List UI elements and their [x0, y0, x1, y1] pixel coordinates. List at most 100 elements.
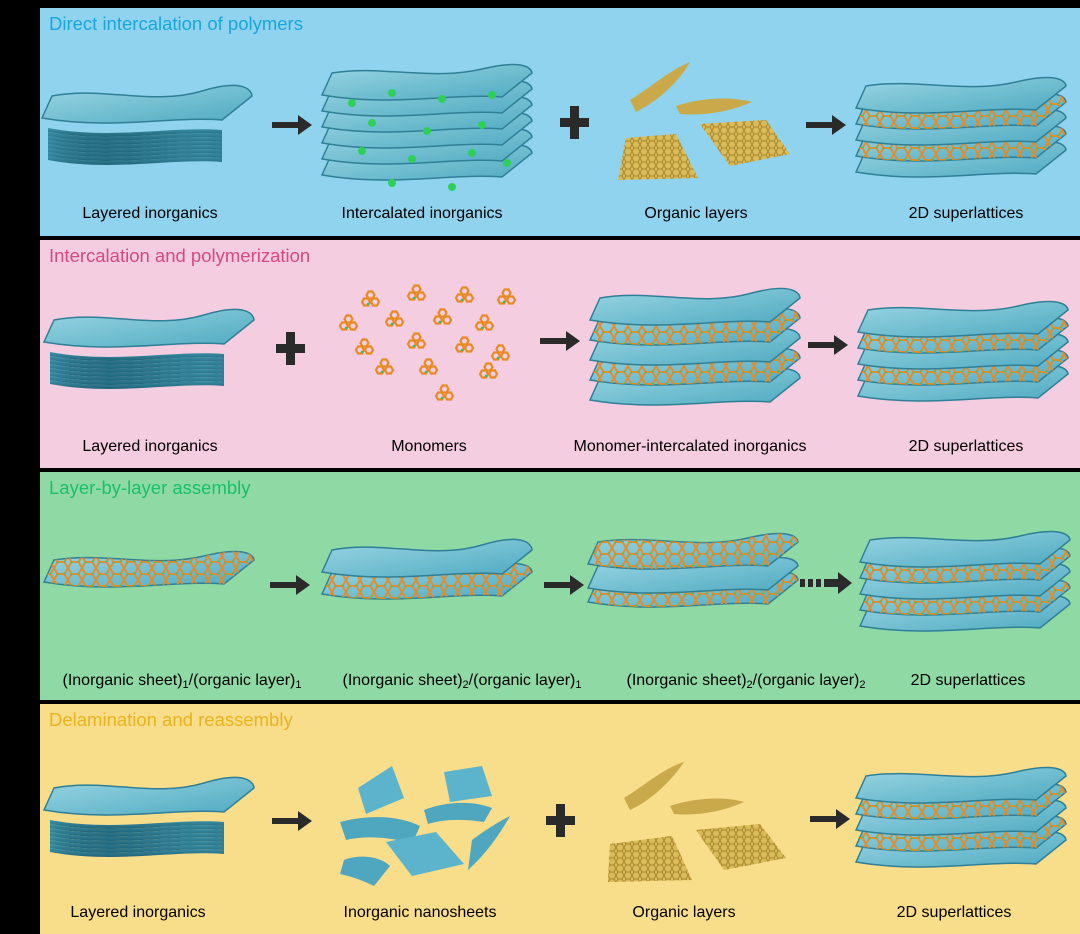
organic-layers-image — [618, 62, 790, 180]
layered-inorganics-image — [42, 776, 255, 857]
sheet-shape — [42, 308, 255, 348]
arrow-icon — [270, 575, 310, 595]
sheet-shape — [42, 776, 255, 816]
sheet-shape — [40, 84, 253, 124]
guest-molecule — [423, 127, 431, 135]
monomer-icon — [374, 358, 395, 375]
superlattice-layer — [856, 300, 1069, 338]
guest-molecule — [388, 179, 396, 187]
interlayer — [588, 287, 801, 326]
layer-edge — [48, 136, 222, 145]
layer-edge — [50, 828, 224, 837]
monomer-icon — [418, 358, 439, 375]
guest-molecule — [348, 99, 356, 107]
guest-molecule — [358, 147, 366, 155]
guest-molecule — [503, 159, 511, 167]
superlattice-image — [858, 530, 1071, 632]
layer-edge — [50, 844, 224, 853]
panel-layer-by-layer: Layer-by-layer assembly (Inorganic sheet… — [40, 472, 1080, 700]
label-layered-inorganics: Layered inorganics — [82, 438, 218, 455]
monomer-icon — [432, 308, 453, 325]
label-layered-inorganics: Layered inorganics — [82, 205, 218, 222]
label-organic-layers: Organic layers — [632, 904, 736, 921]
layer-edge — [50, 848, 224, 857]
layer-edge — [50, 380, 224, 389]
guest-molecule — [438, 95, 446, 103]
monomer-icon — [496, 288, 517, 305]
sheet1-organic1-image — [42, 550, 255, 588]
monomer-icon — [338, 314, 359, 331]
layer-edge — [50, 372, 224, 381]
label-2d-superlattices: 2D superlattices — [896, 904, 1012, 921]
panel-direct-intercalation: Direct intercalation of polymers Layered… — [40, 8, 1080, 236]
panel-title: Intercalation and polymerization — [49, 245, 311, 266]
label-sheet2-organic1: (Inorganic sheet)2/(organic layer)1 — [342, 672, 582, 691]
interlayer — [320, 63, 533, 101]
arrow-icon — [808, 335, 848, 355]
label-intercalated-inorganics: Intercalated inorganics — [341, 205, 503, 222]
monomer-icon — [478, 362, 499, 379]
guest-molecule — [488, 91, 496, 99]
label-sheet1-organic1: (Inorganic sheet)1/(organic layer)1 — [62, 672, 302, 691]
layered-inorganics-image — [42, 308, 255, 389]
panel-intercalation-polymerization: Intercalation and polymerization Layered… — [40, 240, 1080, 468]
arrow-icon — [272, 811, 312, 831]
guest-molecule — [408, 155, 416, 163]
monomer-intercalated-image — [588, 287, 801, 406]
monomer-icon — [474, 314, 495, 331]
panel-illustration — [42, 530, 1071, 632]
panel-title: Delamination and reassembly — [49, 709, 293, 730]
label-monomer-intercalated: Monomer-intercalated inorganics — [573, 438, 807, 455]
monomer-icon — [384, 310, 405, 327]
organic-layers-image — [608, 762, 786, 882]
monomer-icon — [406, 332, 427, 349]
superlattice-layer — [854, 766, 1067, 804]
layer-edge — [50, 824, 224, 833]
intercalated-inorganics-image — [320, 63, 533, 191]
label-2d-superlattices: 2D superlattices — [908, 438, 1024, 455]
layer-edge — [48, 128, 222, 137]
plus-icon — [276, 332, 305, 365]
monomer-icon — [490, 344, 511, 361]
layered-inorganics-image — [40, 84, 253, 165]
inorganic-nanosheets-image — [340, 766, 510, 886]
superlattice-image — [854, 76, 1067, 178]
label-inorganic-nanosheets: Inorganic nanosheets — [343, 904, 497, 921]
layer-edge — [50, 376, 224, 385]
label-2d-superlattices: 2D superlattices — [908, 205, 1024, 222]
sheet-shape — [588, 287, 801, 326]
sheet-shape — [854, 76, 1067, 114]
panel-title: Layer-by-layer assembly — [49, 477, 251, 498]
superlattice-image — [856, 300, 1069, 402]
layer-edge — [50, 352, 224, 361]
plus-icon — [546, 804, 575, 837]
layer-edge — [48, 144, 222, 153]
sheet-shape — [856, 300, 1069, 338]
sheet-shape — [320, 63, 533, 101]
dashed-arrow-icon — [800, 572, 852, 594]
arrow-icon — [272, 115, 312, 135]
sheet2-organic1-image — [320, 538, 533, 600]
plus-icon — [560, 106, 589, 139]
sheet-shape — [320, 538, 533, 578]
superlattice-layer — [858, 530, 1071, 568]
monomer-icon — [406, 284, 427, 301]
monomer-icon — [454, 336, 475, 353]
panel-illustration — [42, 284, 1069, 406]
sheet-shape — [854, 766, 1067, 804]
superlattice-layer — [854, 76, 1067, 114]
arrow-icon — [806, 115, 846, 135]
layer-edge — [50, 836, 224, 845]
guest-molecule — [468, 149, 476, 157]
label-organic-layers: Organic layers — [644, 205, 748, 222]
guest-molecule — [388, 89, 396, 97]
label-monomers: Monomers — [391, 438, 467, 455]
layer-edge — [50, 356, 224, 365]
panel-title: Direct intercalation of polymers — [49, 13, 303, 34]
layer-edge — [50, 820, 224, 829]
panel-illustration — [42, 762, 1067, 886]
layer-edge — [48, 148, 222, 157]
guest-molecule — [448, 183, 456, 191]
arrow-icon — [540, 331, 580, 351]
layer-edge — [50, 840, 224, 849]
